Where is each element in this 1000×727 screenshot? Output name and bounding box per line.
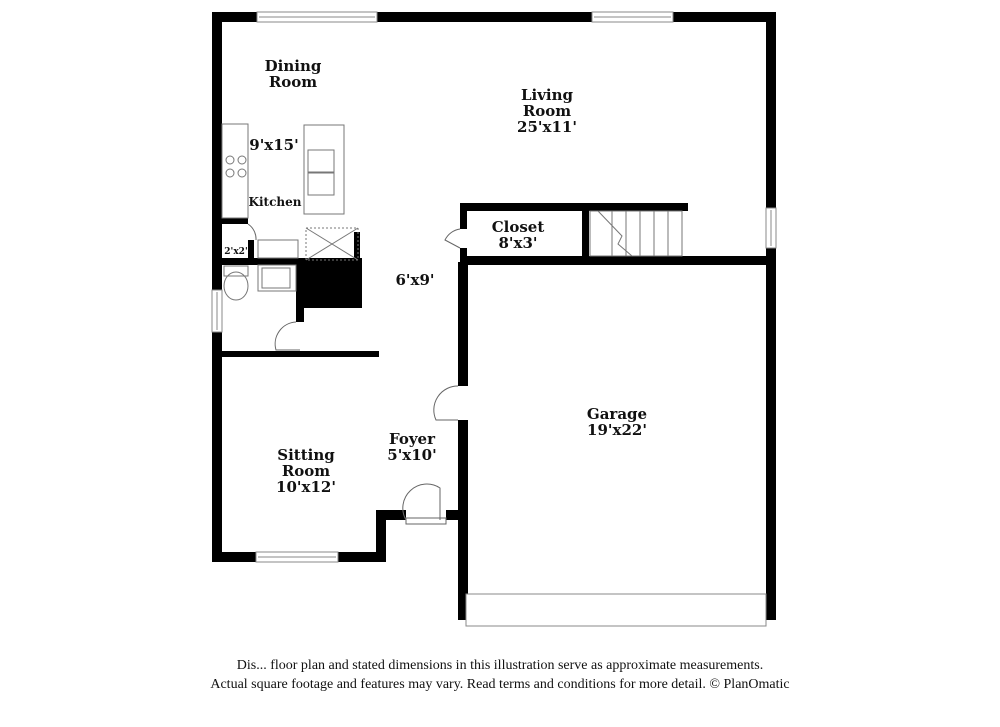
room-dimensions: 19'x22' xyxy=(587,421,647,439)
interior-walls xyxy=(222,203,776,357)
room-name-line1: Foyer xyxy=(388,430,435,448)
room-label-living-room: Living Room 25'x11' xyxy=(517,87,577,135)
room-dimensions: 6'x9' xyxy=(395,271,435,289)
disclaimer-line1: Dis... floor plan and stated dimensions … xyxy=(236,658,764,673)
room-label-sitting-room: Sitting Room 10'x12' xyxy=(276,447,336,495)
room-name-line2: Room xyxy=(268,73,318,91)
room-name-line1: Sitting xyxy=(277,446,335,464)
room-name-line1: Closet xyxy=(491,218,545,236)
room-label-dining-room: Dining Room xyxy=(265,58,322,90)
exterior-walls xyxy=(212,12,776,620)
room-dimensions: 5'x10' xyxy=(387,446,437,464)
fixtures xyxy=(221,123,683,301)
disclaimer-line2: Actual square footage and features may v… xyxy=(210,677,790,692)
room-dimensions: 9'x15' xyxy=(249,136,299,154)
room-dimensions: 8'x3' xyxy=(498,234,538,252)
room-dimensions: 10'x12' xyxy=(276,478,336,496)
doors xyxy=(247,223,461,525)
room-label-pantry: 2'x2' xyxy=(224,247,247,257)
room-dimensions: 25'x11' xyxy=(517,118,577,136)
room-label-foyer: Foyer 5'x10' xyxy=(387,431,436,463)
room-name-line1: Dining xyxy=(264,57,322,75)
disclaimer: Dis... floor plan and stated dimensions … xyxy=(0,656,1000,694)
windows xyxy=(211,11,777,627)
room-dimensions: 2'x2' xyxy=(224,247,248,257)
room-name-line2: Room xyxy=(281,462,331,480)
room-name-line1: Kitchen xyxy=(248,195,302,209)
room-label-closet: Closet 8'x3' xyxy=(492,219,545,251)
room-name-line2: Room xyxy=(522,102,572,120)
room-name-line1: Garage xyxy=(586,405,648,423)
room-label-garage: Garage 19'x22' xyxy=(587,406,647,438)
room-name-line1: Living xyxy=(520,86,574,104)
room-label-hallway: 6'x9' xyxy=(395,272,434,288)
room-dimensions-kitchen: 9'x15' xyxy=(249,137,298,153)
room-label-kitchen: Kitchen xyxy=(249,196,302,209)
